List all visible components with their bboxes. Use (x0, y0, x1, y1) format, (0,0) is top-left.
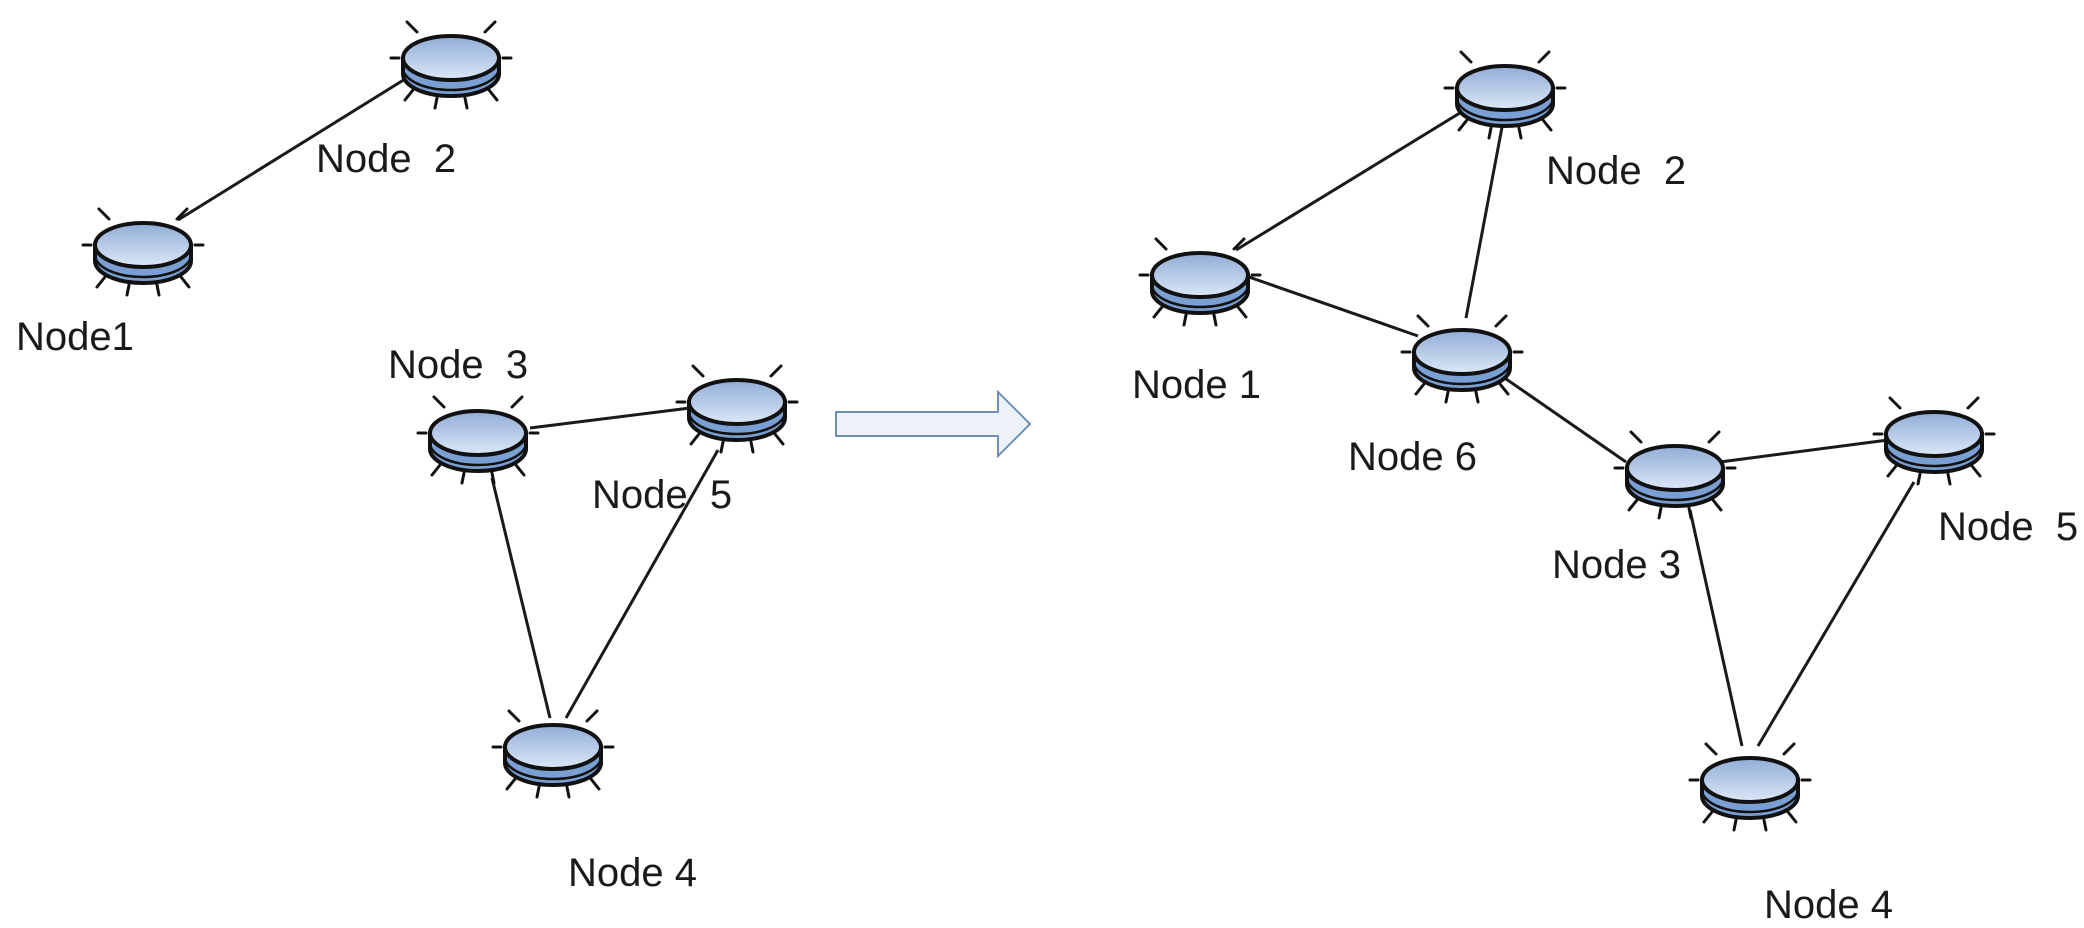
edge-before-1-2 (177, 74, 411, 222)
node-4-before-label: Node 4 (568, 851, 697, 895)
node-3-before (416, 395, 540, 485)
node-5-after (1872, 396, 1996, 486)
node-6-after-label: Node 6 (1348, 435, 1477, 479)
edge-after-3-5 (1719, 438, 1889, 464)
node-3-after (1613, 430, 1737, 520)
node-2-after-label: Node 2 (1546, 149, 1686, 193)
edge-before-5-4 (564, 449, 720, 719)
edge-after-1-2 (1235, 106, 1469, 252)
edge-after-5-4 (1756, 481, 1916, 747)
edge-before-3-5 (529, 406, 691, 430)
edge-after-2-6 (1464, 105, 1508, 319)
edge-after-1-6 (1245, 274, 1419, 338)
node-1-before-label: Node1 (16, 315, 134, 359)
node-1-before (81, 207, 205, 297)
node-2-before-label: Node 2 (316, 137, 456, 181)
before-network: Node1 Node 2 Node 3 Node 5 Node 4 (16, 20, 799, 895)
node-4-after (1688, 742, 1812, 832)
edge-after-6-3 (1495, 370, 1627, 464)
node-4-after-label: Node 4 (1764, 883, 1893, 927)
node-3-before-label: Node 3 (388, 343, 528, 387)
right-arrow-icon (835, 389, 1032, 459)
node-4-before (491, 709, 615, 799)
node-5-before (675, 364, 799, 454)
after-network: Node 1 Node 2 Node 6 Node 3 Node 5 Node … (1132, 50, 2078, 927)
node-5-before-label: Node 5 (592, 473, 732, 517)
node-2-before (389, 20, 513, 110)
node-5-after-label: Node 5 (1938, 505, 2078, 549)
node-2-after (1443, 50, 1567, 140)
node-1-after (1138, 237, 1262, 327)
edge-before-3-4 (490, 477, 552, 719)
node-6-after (1400, 314, 1524, 404)
node-3-after-label: Node 3 (1552, 543, 1681, 587)
node-1-after-label: Node 1 (1132, 363, 1261, 407)
edge-after-3-4 (1688, 509, 1744, 747)
